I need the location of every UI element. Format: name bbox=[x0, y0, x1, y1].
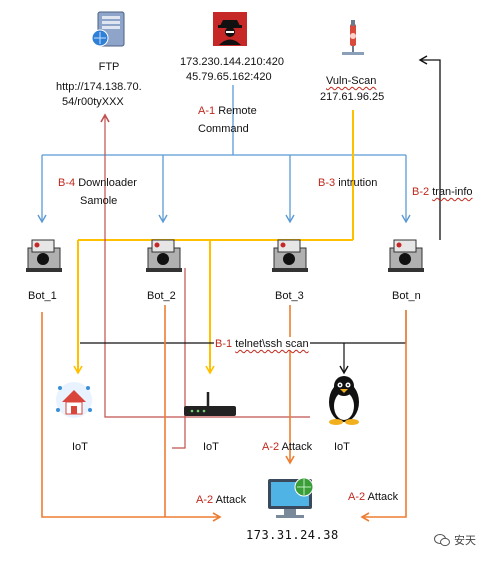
bot-1-label: Bot_1 bbox=[28, 290, 57, 302]
vuln-scan-title: Vuln-Scan bbox=[326, 75, 377, 87]
step-b4-label: B-4 Downloader bbox=[58, 176, 137, 190]
tran-info-line bbox=[418, 55, 441, 240]
step-a1-text2: Command bbox=[198, 123, 249, 135]
step-a2-left-label: A-2 Attack bbox=[196, 493, 246, 507]
attack-lines bbox=[41, 305, 407, 522]
step-a2-left-text: Attack bbox=[215, 494, 247, 506]
step-b1-text: telnet\ssh scan bbox=[235, 338, 309, 350]
remote-command-lines bbox=[37, 85, 411, 224]
ftp-server-icon bbox=[91, 11, 125, 47]
step-b3-text: intrution bbox=[338, 177, 378, 189]
iot-2-label: IoT bbox=[203, 441, 219, 453]
hacker-icon bbox=[213, 12, 247, 46]
target-ip: 173.31.24.38 bbox=[246, 528, 339, 542]
watermark-text: 安天 bbox=[454, 535, 476, 547]
step-b2-text: tran-info bbox=[432, 186, 473, 198]
wechat-icon bbox=[434, 534, 450, 547]
vuln-scanner-icon bbox=[342, 20, 364, 55]
ftp-title: FTP bbox=[98, 61, 120, 73]
step-b4-code: B-4 bbox=[58, 177, 76, 189]
vuln-scan-ip: 217.61.96.25 bbox=[320, 91, 385, 103]
c2-ip-2: 45.79.65.162:420 bbox=[186, 71, 272, 83]
router-icon bbox=[184, 392, 236, 416]
step-a2-right-text: Attack bbox=[367, 491, 399, 503]
step-b3-label: B-3 intrution bbox=[318, 176, 377, 190]
bot-2-label: Bot_2 bbox=[147, 290, 176, 302]
step-b3-code: B-3 bbox=[318, 177, 336, 189]
linux-penguin-icon bbox=[329, 376, 359, 425]
ftp-url-line1: http://174.138.70. bbox=[56, 81, 142, 93]
iot-1-label: IoT bbox=[72, 441, 88, 453]
smart-home-icon bbox=[56, 382, 92, 418]
step-b1-code: B-1 bbox=[215, 338, 233, 350]
ftp-url-line2: 54/r00tyXXX bbox=[62, 96, 124, 108]
intrusion-lines bbox=[73, 110, 354, 375]
step-a2-center-code: A-2 bbox=[262, 441, 280, 453]
bot-3-label: Bot_3 bbox=[275, 290, 304, 302]
bot-machine-icon bbox=[26, 239, 62, 272]
step-a2-left-code: A-2 bbox=[196, 494, 214, 506]
c2-ip-1: 173.230.144.210:420 bbox=[180, 56, 284, 68]
step-b2-label: B-2 tran-info bbox=[412, 185, 473, 199]
bot-icons bbox=[26, 239, 424, 272]
step-a2-center-text: Attack bbox=[281, 441, 313, 453]
bot-n-label: Bot_n bbox=[392, 290, 421, 302]
bot-machine-icon bbox=[272, 239, 308, 272]
step-a1-code: A-1 bbox=[198, 105, 216, 117]
step-b2-code: B-2 bbox=[412, 186, 430, 198]
step-a2-right-label: A-2 Attack bbox=[348, 490, 398, 504]
step-a1-label: A-1 Remote bbox=[198, 104, 257, 118]
step-b4-text2: Samole bbox=[80, 195, 118, 207]
target-computer-icon bbox=[268, 477, 314, 518]
downloader-lines bbox=[100, 113, 310, 449]
bot-machine-icon bbox=[146, 239, 182, 272]
bot-machine-icon bbox=[388, 239, 424, 272]
step-a2-right-code: A-2 bbox=[348, 491, 366, 503]
iot-3-label: IoT bbox=[334, 441, 350, 453]
step-b1-label: B-1 telnet\ssh scan bbox=[214, 337, 310, 351]
step-a1-text: Remote bbox=[218, 105, 257, 117]
step-b4-text: Downloader bbox=[78, 177, 137, 189]
watermark: 安天 bbox=[434, 532, 476, 548]
step-a2-center-label: A-2 Attack bbox=[262, 440, 312, 454]
